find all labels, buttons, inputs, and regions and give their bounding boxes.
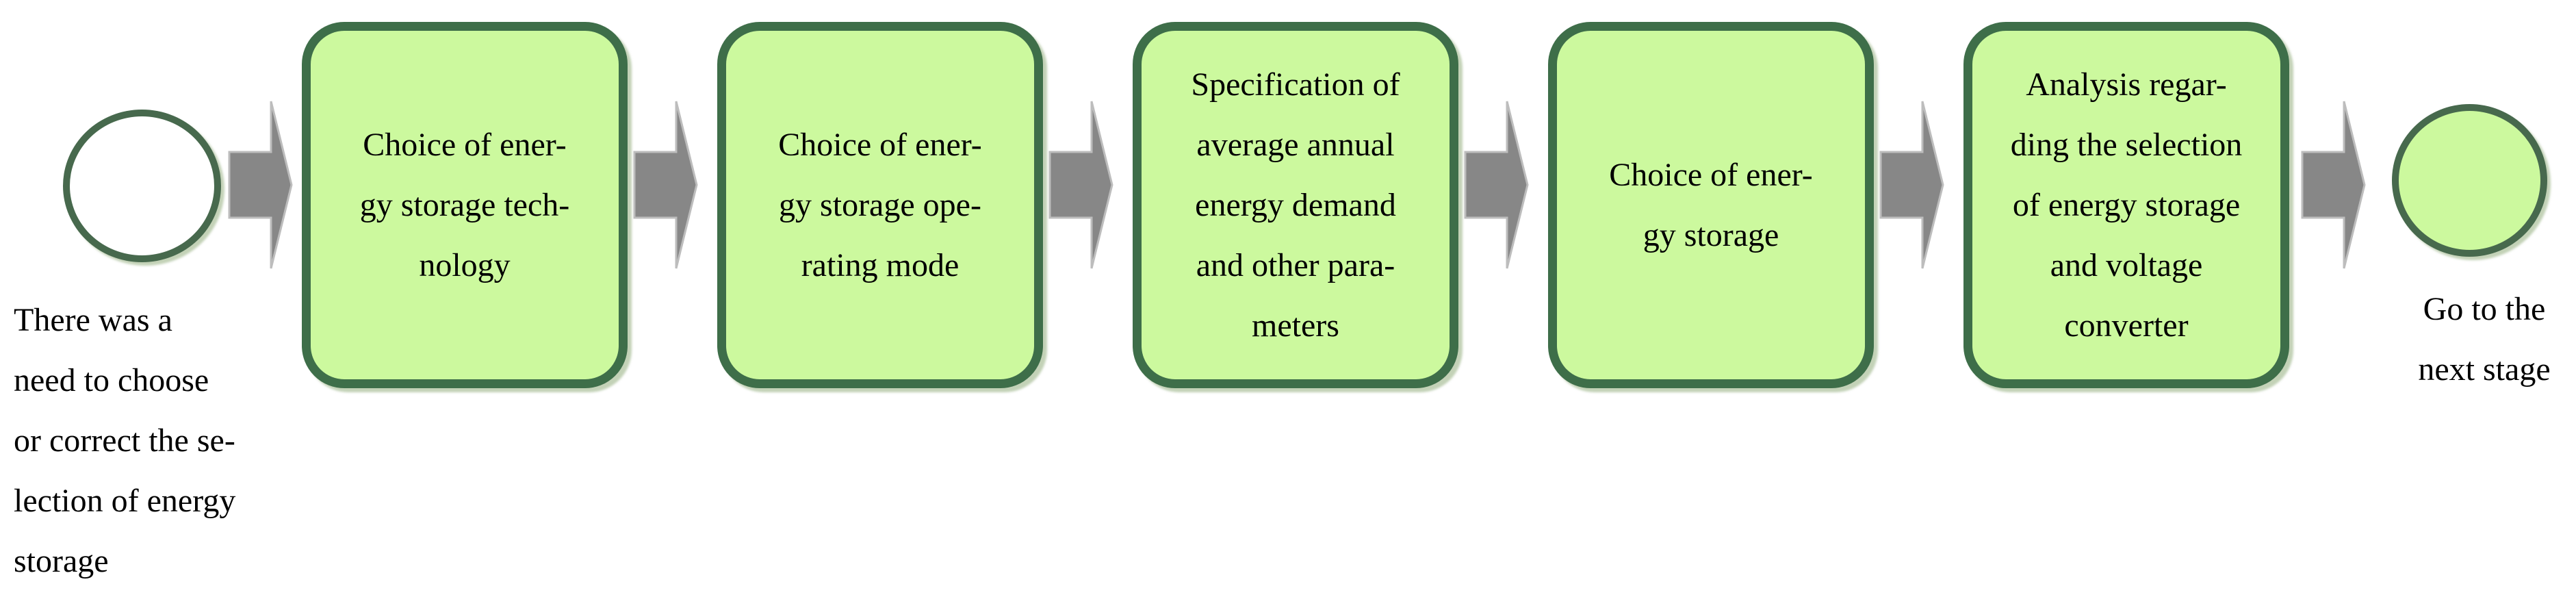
flow-arrow-icon: [633, 101, 698, 269]
step-box-2: Choice of ener- gy storage ope- rating m…: [717, 22, 1043, 388]
step-box-2-label: Choice of ener- gy storage ope- rating m…: [778, 126, 982, 283]
flow-arrow-icon: [228, 101, 293, 269]
end-circle-shape: [2392, 104, 2547, 257]
step-box-4-label: Choice of ener- gy storage: [1609, 156, 1813, 253]
arrow-shape: [1464, 101, 1529, 269]
arrow-shape: [633, 101, 698, 269]
arrow-shape: [1879, 101, 1944, 269]
start-label: There was a need to choose or correct th…: [14, 302, 236, 579]
flow-arrow-icon: [1879, 101, 1944, 269]
step-box-5: Analysis regar- ding the selection of en…: [1963, 22, 2289, 388]
flow-arrow-icon: [1048, 101, 1113, 269]
flow-arrow-icon: [1464, 101, 1529, 269]
step-box-3: Specification of average annual energy d…: [1133, 22, 1458, 388]
arrow-shape: [2301, 101, 2366, 269]
step-box-1-label: Choice of ener- gy storage tech- nology: [359, 126, 570, 283]
end-label: Go to the next stage: [2418, 291, 2551, 388]
step-box-1: Choice of ener- gy storage tech- nology: [302, 22, 628, 388]
start-circle-shape: [63, 110, 221, 262]
step-box-4: Choice of ener- gy storage: [1548, 22, 1874, 388]
arrow-shape: [1048, 101, 1113, 269]
step-box-5-label: Analysis regar- ding the selection of en…: [2010, 66, 2243, 344]
step-box-3-label: Specification of average annual energy d…: [1191, 66, 1400, 344]
arrow-shape: [228, 101, 293, 269]
flow-arrow-icon: [2301, 101, 2366, 269]
